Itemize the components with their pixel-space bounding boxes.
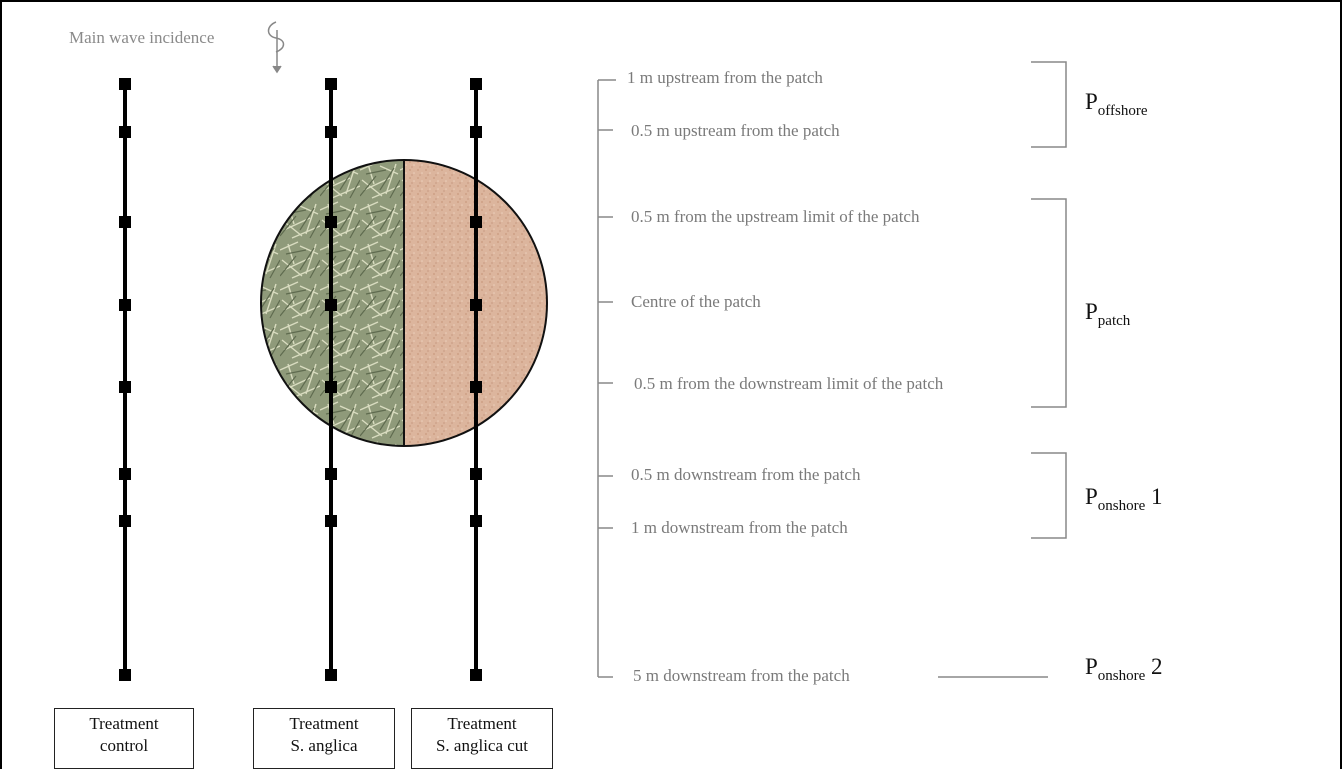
sampling-points [119, 78, 482, 681]
transect-lines [123, 84, 478, 676]
sampling-point-control [119, 78, 131, 90]
sampling-point-s-anglica-cut [470, 381, 482, 393]
sampling-point-s-anglica [325, 669, 337, 681]
position-label: 0.5 m downstream from the patch [631, 465, 861, 484]
sampling-point-control [119, 299, 131, 311]
position-label: 1 m upstream from the patch [627, 68, 823, 87]
sampling-point-s-anglica [325, 299, 337, 311]
group-label-onshore1: Ponshore 1 [1085, 484, 1163, 514]
position-label: 5 m downstream from the patch [633, 666, 850, 685]
sampling-point-s-anglica [325, 381, 337, 393]
patch-circle [260, 159, 548, 447]
sampling-point-s-anglica [325, 126, 337, 138]
position-label: 0.5 m from the upstream limit of the pat… [631, 207, 920, 226]
sampling-point-s-anglica-cut [470, 468, 482, 480]
sampling-point-control [119, 515, 131, 527]
wave-incidence-label: Main wave incidence [69, 28, 215, 47]
sampling-point-control [119, 216, 131, 228]
treatment-box-s-anglica: Treatment S. anglica [253, 708, 395, 769]
sampling-point-s-anglica [325, 78, 337, 90]
position-label: 0.5 m upstream from the patch [631, 121, 840, 140]
sampling-point-s-anglica [325, 515, 337, 527]
sampling-point-control [119, 381, 131, 393]
group-brackets [938, 61, 1067, 678]
sampling-point-control [119, 468, 131, 480]
bracket-patch [1031, 198, 1067, 408]
group-label-patch: Ppatch [1085, 299, 1131, 329]
position-label: Centre of the patch [631, 292, 761, 311]
group-label-onshore2: Ponshore 2 [1085, 654, 1163, 684]
sampling-point-s-anglica-cut [470, 78, 482, 90]
sampling-point-s-anglica-cut [470, 126, 482, 138]
sampling-point-s-anglica-cut [470, 515, 482, 527]
sampling-point-s-anglica-cut [470, 299, 482, 311]
position-label: 1 m downstream from the patch [631, 518, 848, 537]
sampling-point-s-anglica [325, 468, 337, 480]
position-bracket [597, 79, 616, 678]
sampling-point-control [119, 126, 131, 138]
group-label-offshore: Poffshore [1085, 89, 1148, 119]
sampling-point-s-anglica-cut [470, 669, 482, 681]
bracket-onshore1 [1031, 452, 1067, 539]
position-label: 0.5 m from the downstream limit of the p… [634, 374, 944, 393]
sampling-point-s-anglica-cut [470, 216, 482, 228]
bracket-offshore [1031, 61, 1067, 148]
treatment-box-s-anglica-cut: Treatment S. anglica cut [411, 708, 553, 769]
sampling-point-s-anglica [325, 216, 337, 228]
treatment-box-control: Treatment control [54, 708, 194, 769]
wave-arrow-icon [267, 21, 285, 74]
sampling-point-control [119, 669, 131, 681]
